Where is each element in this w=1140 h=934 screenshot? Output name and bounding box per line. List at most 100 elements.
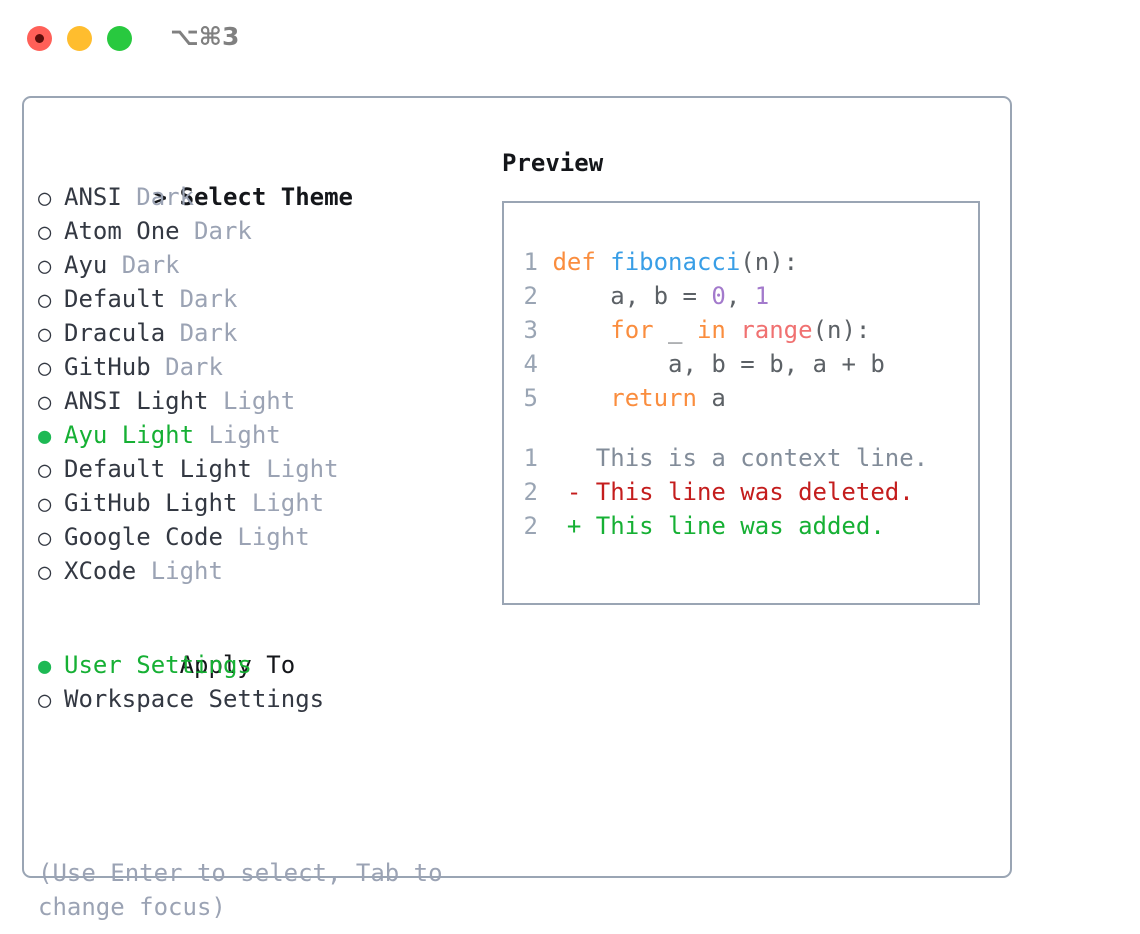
code-token-kw: for: [610, 316, 654, 344]
theme-variant-tag: Light: [208, 421, 281, 449]
line-number: 5: [523, 384, 538, 412]
apply-to-option-user-settings[interactable]: ● User Settings: [38, 648, 478, 682]
theme-list-pane: >Select Theme ○ANSI Dark○Atom One Dark○A…: [38, 146, 478, 716]
apply-to-option-label: Workspace Settings: [64, 685, 325, 713]
code-line: 1 def fibonacci(n):: [514, 245, 972, 279]
theme-option-ayu-light[interactable]: ● Ayu Light Light: [38, 418, 478, 452]
code-token-txt: [552, 316, 610, 344]
theme-option-default-light[interactable]: ○Default Light Light: [38, 452, 478, 486]
theme-variant-tag: Light: [251, 489, 325, 517]
theme-option-label: Ayu: [64, 251, 122, 279]
code-token-kw: def: [552, 248, 611, 276]
theme-option-label: Ayu Light: [64, 421, 209, 449]
theme-option-github[interactable]: ○GitHub Dark: [38, 350, 478, 384]
theme-option-xcode[interactable]: ○ XCode Light: [38, 554, 478, 588]
radio-unselected-icon: ○: [38, 688, 52, 713]
theme-option-ansi[interactable]: ○ ANSI Dark: [38, 180, 478, 214]
theme-option-google-code[interactable]: ○ Google Code Light: [38, 520, 478, 554]
theme-option-label: Google Code: [64, 523, 238, 551]
theme-options-list[interactable]: ○ANSI Dark○Atom One Dark○Ayu Dark○Defaul…: [38, 180, 478, 588]
radio-unselected-icon: ○: [38, 390, 52, 415]
diff-line-text: This is a context line.: [538, 444, 929, 472]
radio-unselected-icon: ○: [38, 560, 52, 585]
code-gutter-space: [538, 350, 552, 378]
line-number: 3: [523, 316, 538, 344]
apply-to-header: ○Apply To: [38, 614, 478, 679]
theme-variant-tag: Light: [222, 387, 296, 415]
radio-unselected-icon: ○: [38, 322, 52, 347]
preview-pane: Preview 1 def fibonacci(n):2 a, b = 0, 1…: [502, 146, 1002, 605]
radio-selected-icon: ●: [38, 424, 52, 449]
theme-option-default[interactable]: ○Default Dark: [38, 282, 478, 316]
code-line: 4 a, b = b, a + b: [514, 347, 972, 381]
diff-line-del: 2 - This line was deleted.: [514, 475, 972, 509]
close-icon: [35, 34, 44, 43]
diff-line-add: 2 + This line was added.: [514, 509, 972, 543]
radio-unselected-icon: ○: [38, 356, 52, 381]
keyboard-shortcut-label: ⌥⌘3: [170, 22, 240, 51]
radio-unselected-icon: ○: [38, 186, 52, 211]
code-token-txt: a: [696, 384, 726, 412]
diff-line-text: + This line was added.: [538, 512, 885, 540]
title-bar: ⌥⌘3: [0, 0, 1140, 78]
radio-unselected-icon: ○: [38, 254, 52, 279]
zoom-button[interactable]: [107, 26, 132, 51]
line-number: 2: [523, 512, 538, 540]
theme-option-ayu[interactable]: ○Ayu Dark: [38, 248, 478, 282]
apply-to-option-label: User Settings: [64, 651, 252, 679]
list-spacer: [38, 588, 478, 614]
code-token-txt: a, b = b, a + b: [552, 350, 885, 378]
code-line: 5 return a: [514, 381, 972, 415]
theme-variant-tag: Light: [150, 557, 223, 585]
theme-option-label: ANSI Light: [64, 387, 223, 415]
radio-unselected-icon: ○: [38, 526, 52, 551]
theme-option-label: GitHub Light: [64, 489, 252, 517]
theme-option-label: Dracula: [64, 319, 180, 347]
minimize-button[interactable]: [67, 26, 92, 51]
theme-option-github-light[interactable]: ○GitHub Light Light: [38, 486, 478, 520]
code-token-num: 1: [754, 282, 770, 310]
radio-selected-icon: ●: [38, 654, 52, 679]
line-number: 4: [523, 350, 538, 378]
theme-picker-card: >Select Theme ○ANSI Dark○Atom One Dark○A…: [22, 96, 1012, 921]
theme-option-ansi-light[interactable]: ○ ANSI Light Light: [38, 384, 478, 418]
theme-option-atom-one[interactable]: ○ Atom One Dark: [38, 214, 478, 248]
apply-to-option-workspace-settings[interactable]: ○ Workspace Settings: [38, 682, 478, 716]
code-line: 2 a, b = 0, 1: [514, 279, 972, 313]
code-gutter-space: [538, 384, 552, 412]
theme-option-label: XCode: [64, 557, 151, 585]
close-button[interactable]: [27, 26, 52, 51]
theme-option-label: Atom One: [64, 217, 195, 245]
theme-option-label: Default Light: [64, 455, 267, 483]
theme-variant-tag: Dark: [194, 217, 252, 245]
code-line: 3 for _ in range(n):: [514, 313, 972, 347]
code-gutter-space: [538, 316, 552, 344]
line-number: 2: [523, 282, 538, 310]
theme-variant-tag: Dark: [136, 183, 195, 211]
code-token-fn: fibonacci: [610, 248, 741, 276]
theme-variant-tag: Dark: [179, 319, 238, 347]
code-token-txt: ,: [725, 282, 755, 310]
code-token-txt: a, b =: [552, 282, 712, 310]
code-token-punc: (n):: [740, 248, 799, 276]
preview-title: Preview: [502, 149, 604, 177]
code-token-num: 0: [711, 282, 726, 310]
theme-variant-tag: Light: [237, 523, 310, 551]
code-token-punc: (n):: [812, 316, 871, 344]
radio-unselected-icon: ○: [38, 220, 52, 245]
keyboard-hint-text: (Use Enter to select, Tab to change focu…: [38, 859, 443, 921]
code-token-txt: _: [653, 316, 697, 344]
code-gutter-space: [538, 282, 552, 310]
apply-to-options-list[interactable]: ● User Settings ○ Workspace Settings: [38, 648, 478, 716]
prompt-caret-icon: >: [153, 186, 167, 211]
code-gutter-space: [538, 248, 552, 276]
theme-option-label: GitHub: [64, 353, 166, 381]
code-token-txt: [726, 316, 740, 344]
code-diff-spacer: [514, 415, 972, 441]
code-token-kw: return: [610, 384, 697, 412]
theme-option-label: ANSI: [64, 183, 137, 211]
theme-option-dracula[interactable]: ○ Dracula Dark: [38, 316, 478, 350]
